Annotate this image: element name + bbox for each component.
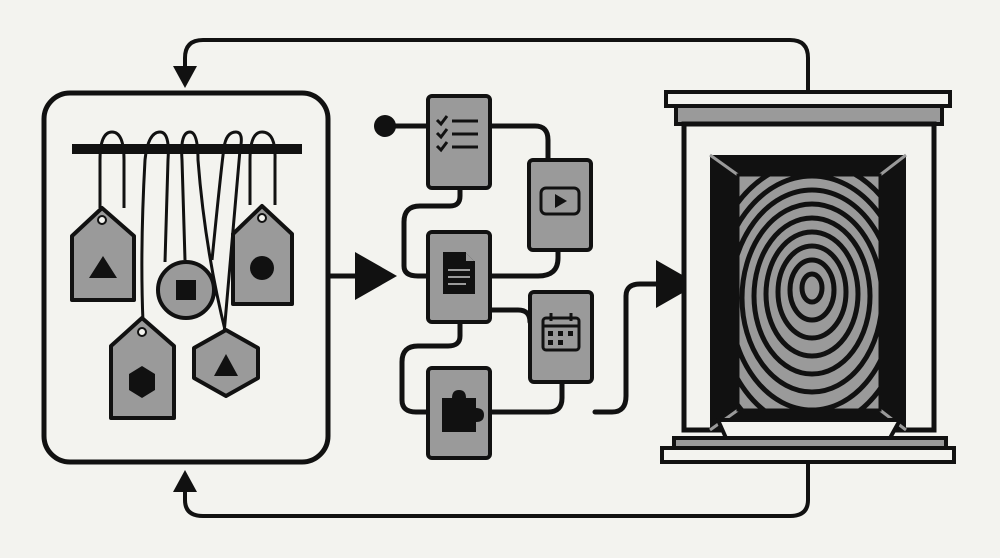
hanging-tag — [192, 328, 260, 398]
arrowhead-icon — [173, 470, 197, 492]
triangle-icon — [214, 354, 238, 376]
feedback-loop-bottom — [173, 460, 810, 518]
square-icon — [176, 280, 196, 300]
tag-rack-panel — [41, 90, 331, 465]
calendar-icon — [541, 313, 581, 352]
content-card — [426, 94, 492, 190]
identity-portal — [660, 90, 956, 464]
hanging-tag — [156, 260, 216, 320]
content-card — [527, 158, 593, 252]
content-card-network — [374, 94, 663, 460]
hanging-tag — [70, 206, 136, 302]
content-card — [426, 366, 492, 460]
puzzle-piece-icon — [442, 390, 484, 432]
hanging-tag — [231, 204, 294, 306]
video-play-icon — [539, 186, 581, 216]
feedback-loop-top — [173, 38, 810, 94]
card-connectors — [382, 123, 663, 415]
arrowhead-icon — [173, 66, 197, 88]
circle-icon — [250, 256, 274, 280]
hanging-rail — [72, 144, 302, 154]
flow-arrow — [656, 260, 698, 308]
document-icon — [443, 252, 475, 294]
checklist-icon — [435, 115, 478, 153]
content-card — [528, 290, 594, 384]
start-node — [374, 115, 396, 137]
content-card — [426, 230, 492, 324]
triangle-icon — [89, 256, 117, 278]
hexagon-icon — [129, 366, 155, 398]
flow-arrow — [330, 252, 397, 300]
hanging-tag — [109, 316, 176, 420]
